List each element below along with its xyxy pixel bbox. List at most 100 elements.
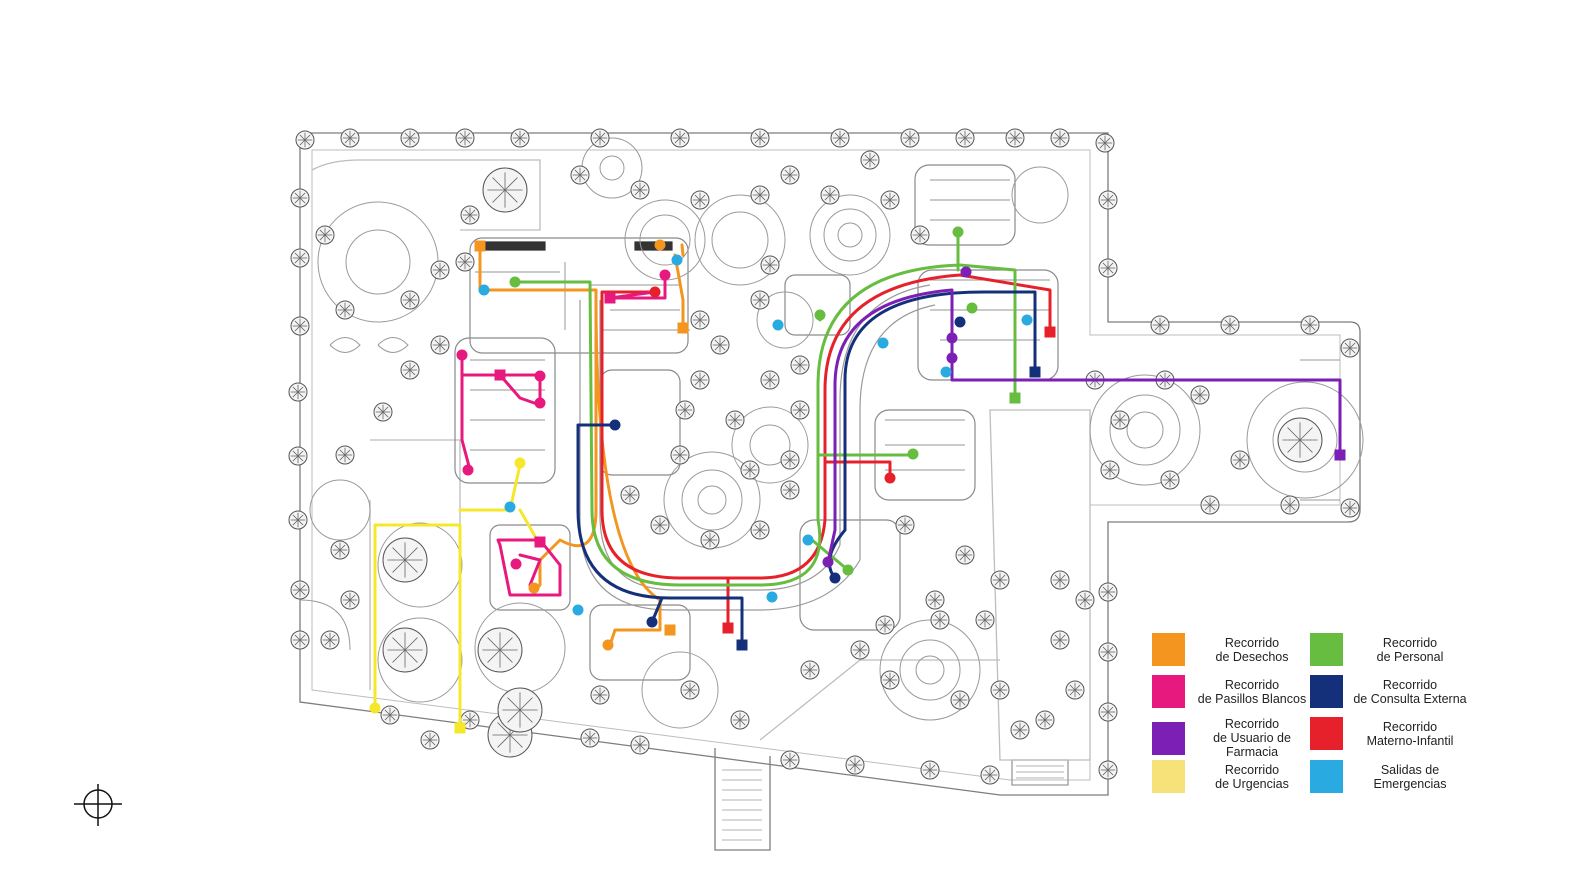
- route-node: [659, 269, 671, 281]
- tree-icon: [340, 128, 360, 148]
- tree-icon: [400, 360, 420, 380]
- tree-icon: [670, 128, 690, 148]
- tree-icon: [382, 537, 428, 583]
- route-node: [454, 722, 466, 734]
- tree-icon: [288, 382, 308, 402]
- tree-icon: [1005, 128, 1025, 148]
- route-node: [509, 276, 521, 288]
- route-node: [1029, 366, 1041, 378]
- route-node: [822, 556, 834, 568]
- route-node: [456, 349, 468, 361]
- tree-icon: [780, 450, 800, 470]
- tree-icon: [1230, 450, 1250, 470]
- tree-icon: [330, 540, 350, 560]
- tree-icon: [950, 690, 970, 710]
- legend-item: Recorrido de Urgencias: [1152, 760, 1311, 793]
- north-arrow-icon: [74, 784, 122, 826]
- tree-icon: [910, 225, 930, 245]
- tree-icon: [590, 685, 610, 705]
- tree-icon: [380, 705, 400, 725]
- tree-icon: [830, 128, 850, 148]
- tree-icon: [295, 130, 315, 150]
- tree-icon: [340, 590, 360, 610]
- legend-item: Recorrido de Pasillos Blancos: [1152, 675, 1311, 708]
- tree-icon: [1098, 642, 1118, 662]
- tree-icon: [930, 610, 950, 630]
- route-desechos: [478, 243, 685, 647]
- route-node: [722, 622, 734, 634]
- legend-swatch: [1310, 717, 1343, 750]
- route-node: [572, 604, 584, 616]
- route-node: [646, 616, 658, 628]
- route-node: [884, 472, 896, 484]
- tree-icon: [1160, 470, 1180, 490]
- tree-icon: [460, 205, 480, 225]
- tree-icon: [990, 570, 1010, 590]
- tree-icon: [670, 445, 690, 465]
- tree-icon: [1220, 315, 1240, 335]
- tree-icon: [1035, 710, 1055, 730]
- legend-label: Salidas de Emergencias: [1373, 762, 1447, 791]
- tree-icon: [1075, 590, 1095, 610]
- tree-icon: [690, 370, 710, 390]
- tree-icon: [1065, 680, 1085, 700]
- tree-icon: [1150, 315, 1170, 335]
- tree-icon: [630, 735, 650, 755]
- tree-icon: [400, 290, 420, 310]
- tree-icon: [477, 627, 523, 673]
- route-node: [534, 536, 546, 548]
- legend-label: Recorrido de Personal: [1376, 635, 1444, 664]
- tree-icon: [1098, 760, 1118, 780]
- tree-icon: [482, 167, 528, 213]
- route-node: [960, 266, 972, 278]
- route-node: [1334, 449, 1346, 461]
- routes: [373, 230, 1342, 730]
- legend-item: Salidas de Emergencias: [1310, 760, 1469, 793]
- legend-label: Recorrido de Urgencias: [1215, 762, 1289, 791]
- route-node: [1009, 392, 1021, 404]
- tree-icon: [420, 730, 440, 750]
- tree-icon: [1098, 582, 1118, 602]
- tree-icon: [1100, 460, 1120, 480]
- tree-icon: [880, 670, 900, 690]
- tree-icon: [580, 728, 600, 748]
- route-node: [772, 319, 784, 331]
- tree-icon: [845, 755, 865, 775]
- tree-icon: [455, 252, 475, 272]
- route-node: [814, 309, 826, 321]
- tree-icon: [800, 660, 820, 680]
- tree-icon: [900, 128, 920, 148]
- route-node: [1044, 326, 1056, 338]
- tree-icon: [760, 255, 780, 275]
- legend-label: Recorrido de Pasillos Blancos: [1197, 677, 1307, 706]
- route-node: [478, 284, 490, 296]
- tree-icon: [1200, 495, 1220, 515]
- route-node: [654, 239, 666, 251]
- tree-icon: [680, 680, 700, 700]
- tree-icon: [925, 590, 945, 610]
- route-node: [952, 226, 964, 238]
- tree-icon: [335, 300, 355, 320]
- route-node: [514, 457, 526, 469]
- tree-icon: [1010, 720, 1030, 740]
- legend-label: Recorrido Materno-Infantil: [1366, 719, 1454, 748]
- legend-swatch: [1152, 633, 1185, 666]
- route-node: [829, 572, 841, 584]
- tree-icon: [920, 760, 940, 780]
- tree-icon: [975, 610, 995, 630]
- tree-icon: [955, 128, 975, 148]
- route-node: [474, 240, 486, 252]
- legend-item: Recorrido de Consulta Externa: [1310, 675, 1469, 708]
- tree-icon: [750, 128, 770, 148]
- tree-icon: [690, 190, 710, 210]
- route-node: [604, 292, 616, 304]
- tree-icon: [850, 640, 870, 660]
- route-node: [677, 322, 689, 334]
- legend-swatch: [1310, 675, 1343, 708]
- tree-icon: [497, 687, 543, 733]
- tree-icon: [710, 335, 730, 355]
- route-node: [736, 639, 748, 651]
- route-materno-infantil: [600, 273, 1052, 630]
- legend-swatch: [1152, 721, 1185, 755]
- route-node: [954, 316, 966, 328]
